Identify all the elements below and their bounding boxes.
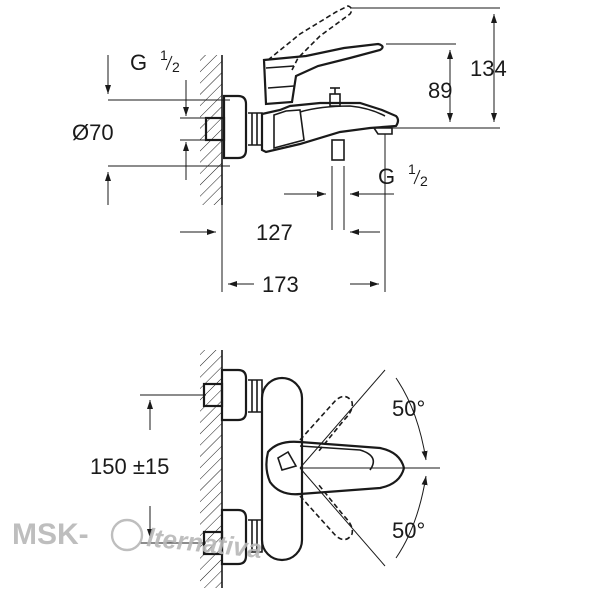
side-view: G 1 2 Ø70 89 134 [72, 5, 507, 297]
dim-thread-top: G 1 2 [105, 47, 230, 116]
centers-label: 150 ±15 [90, 454, 169, 479]
thread-bottom-sub: 2 [420, 173, 428, 189]
angle-lines: 50° 50° [299, 369, 440, 567]
lever-swing-up [299, 395, 354, 453]
lever-handle [262, 42, 384, 106]
angle-bottom: 50° [392, 518, 425, 543]
thread-top-sub: 2 [172, 59, 180, 75]
thread-bottom-sup: 1 [408, 161, 416, 177]
thread-bottom-g: G [378, 164, 395, 189]
depth-173: 173 [262, 272, 299, 297]
front-view: 50° 50° 150 ±15 [90, 350, 440, 588]
thread-top-g: G [130, 50, 147, 75]
thread-top-sup: 1 [160, 47, 168, 63]
watermark: MSK- lternativa [12, 518, 263, 564]
mixer-body [260, 87, 400, 161]
watermark-logo-icon [110, 518, 144, 552]
lever-front [265, 440, 406, 496]
angle-top: 50° [392, 396, 425, 421]
depth-127: 127 [256, 220, 293, 245]
dim-depth-127: 127 [180, 134, 386, 292]
lever-swing-down [299, 483, 354, 541]
wall-top [200, 55, 223, 205]
height-89: 89 [428, 78, 452, 103]
lever-handle-raised [267, 5, 353, 71]
dim-heights: 89 134 [350, 7, 507, 129]
height-134: 134 [470, 56, 507, 81]
dim-thread-bottom: G 1 2 [284, 161, 428, 230]
watermark-left: MSK- [12, 518, 89, 551]
dim-depth-173: 173 [228, 272, 379, 297]
wall-flange [204, 94, 263, 160]
diameter-label: Ø70 [72, 120, 114, 145]
dim-centers: 150 ±15 [90, 394, 206, 544]
dim-diameter: Ø70 [72, 117, 230, 205]
mixer-body-front [260, 376, 304, 562]
